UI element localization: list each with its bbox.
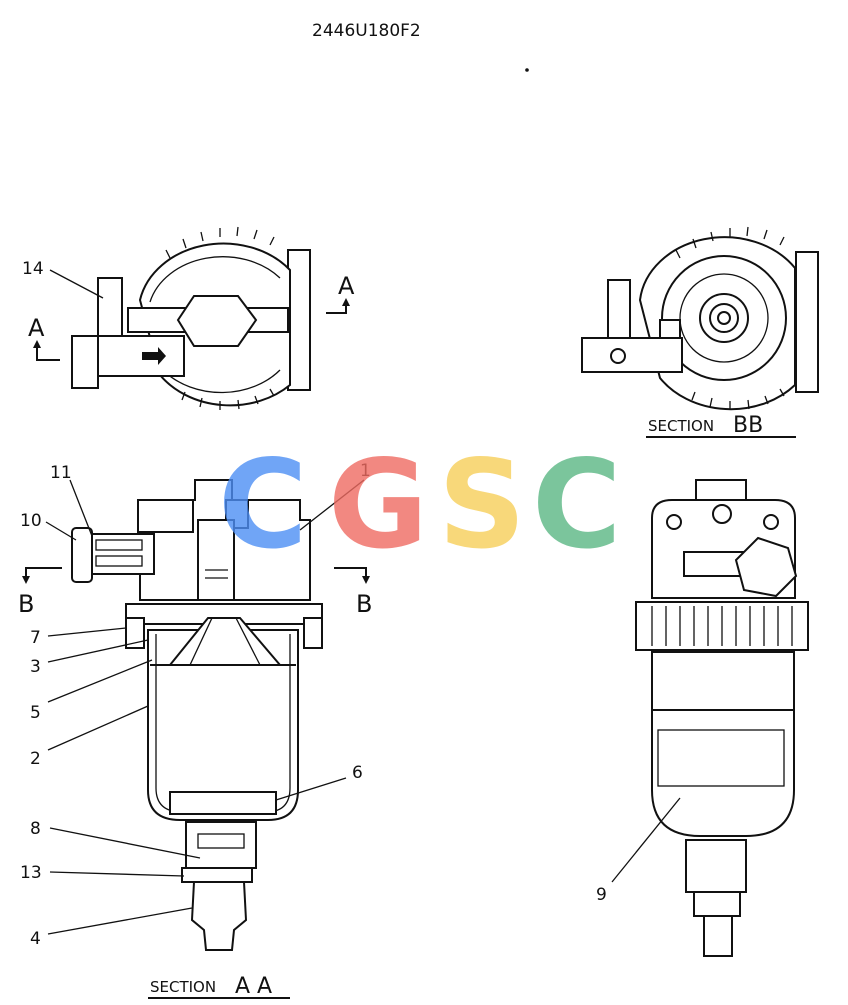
watermark-letter-c2: C	[532, 434, 622, 576]
top-view: A A 14	[22, 226, 355, 410]
cut-mark-a-right: A	[338, 272, 355, 300]
bb-bowl-ring	[661, 255, 787, 381]
part-label-14: 14	[22, 259, 44, 279]
leader-2	[47, 705, 149, 751]
leader-5	[47, 659, 153, 703]
top-view-bleed-screw	[97, 277, 123, 339]
side-hex-plug	[734, 536, 798, 598]
part-label-7: 7	[30, 628, 41, 648]
flow-arrow	[142, 347, 166, 365]
part-label-4: 4	[30, 929, 41, 949]
aa-center-tube	[197, 519, 235, 601]
leader-11	[69, 479, 93, 537]
part-label-3: 3	[30, 657, 41, 677]
cut-mark-b-right: B	[356, 590, 372, 618]
section-aa-prefix: SECTION	[150, 978, 216, 996]
cut-mark-a-left: A	[28, 314, 45, 342]
section-bb-view: SECTION BB	[581, 226, 819, 438]
aa-bowl	[147, 629, 299, 821]
aa-banjo-fitting	[85, 533, 155, 575]
part-label-13: 13	[20, 863, 42, 883]
leader-9	[611, 797, 681, 883]
side-drain-plug	[703, 915, 733, 957]
watermark-letter-s: S	[438, 434, 526, 576]
section-bb-letters: BB	[733, 413, 763, 438]
part-label-10: 10	[20, 511, 42, 531]
leader-10	[45, 521, 77, 541]
leader-6	[275, 777, 347, 801]
top-view-hex-nut	[176, 295, 258, 347]
aa-float	[169, 791, 277, 815]
drawing-code: 2446U180F2	[312, 21, 421, 41]
side-top-bolt	[695, 479, 747, 503]
section-aa-view: B B 11 10 1 7 3 5 2 6 8 13 4 SECTION A A	[18, 461, 372, 999]
side-view: 9	[596, 479, 809, 957]
leader-4	[47, 907, 193, 935]
watermark-letter-g: G	[328, 434, 428, 576]
speck	[525, 68, 529, 72]
part-label-1: 1	[360, 461, 371, 481]
part-label-6: 6	[352, 763, 363, 783]
leader-1	[299, 479, 365, 531]
aa-drain-plug	[190, 881, 248, 951]
part-label-8: 8	[30, 819, 41, 839]
section-aa-letters: A A	[235, 974, 272, 999]
section-bb-prefix: SECTION	[648, 417, 714, 435]
aa-drain	[185, 821, 257, 869]
side-bowl	[651, 651, 795, 837]
part-label-11: 11	[50, 463, 72, 483]
top-view-flange	[287, 249, 311, 391]
leader-13	[49, 871, 185, 877]
side-label-plate	[657, 729, 785, 787]
watermark: C G S C	[218, 434, 622, 576]
leader-8	[49, 827, 201, 859]
watermark-letter-c1: C	[218, 434, 308, 576]
part-label-5: 5	[30, 703, 41, 723]
part-label-2: 2	[30, 749, 41, 769]
part-label-9: 9	[596, 885, 607, 905]
cut-mark-b-left: B	[18, 590, 34, 618]
leader-3	[47, 639, 149, 663]
leader-7	[47, 627, 127, 637]
leader-14	[49, 269, 104, 299]
